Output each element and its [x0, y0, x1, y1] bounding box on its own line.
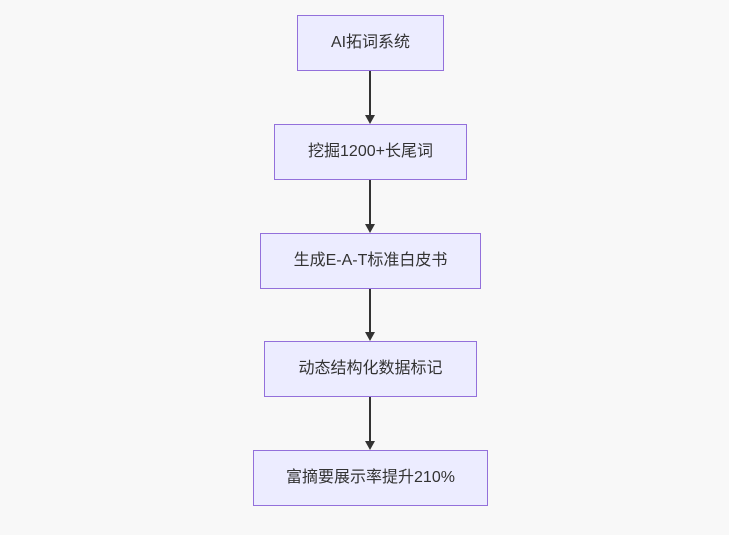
flow-node-ai-expansion-system: AI拓词系统: [297, 15, 444, 71]
flow-node-label: AI拓词系统: [330, 34, 411, 52]
arrow-head-icon: [365, 441, 375, 450]
flow-node-label: 富摘要展示率提升210%: [286, 469, 455, 487]
arrow-line: [369, 289, 371, 333]
flow-arrow-3: [365, 289, 375, 341]
arrow-line: [369, 397, 371, 442]
flow-arrow-2: [365, 180, 375, 233]
arrow-head-icon: [365, 224, 375, 233]
flow-node-structured-data-markup: 动态结构化数据标记: [264, 341, 477, 397]
arrow-head-icon: [365, 115, 375, 124]
flow-node-label: 动态结构化数据标记: [298, 360, 443, 378]
flow-node-label: 生成E-A-T标准白皮书: [293, 252, 448, 270]
flow-arrow-1: [365, 71, 375, 124]
flow-node-longtail-keyword-mining: 挖掘1200+长尾词: [274, 124, 467, 180]
flow-node-label: 挖掘1200+长尾词: [308, 143, 433, 161]
arrow-head-icon: [365, 332, 375, 341]
flow-node-rich-snippet-uplift: 富摘要展示率提升210%: [253, 450, 488, 506]
arrow-line: [369, 71, 371, 116]
arrow-line: [369, 180, 371, 225]
flow-arrow-4: [365, 397, 375, 450]
flow-node-eat-whitepaper: 生成E-A-T标准白皮书: [260, 233, 481, 289]
